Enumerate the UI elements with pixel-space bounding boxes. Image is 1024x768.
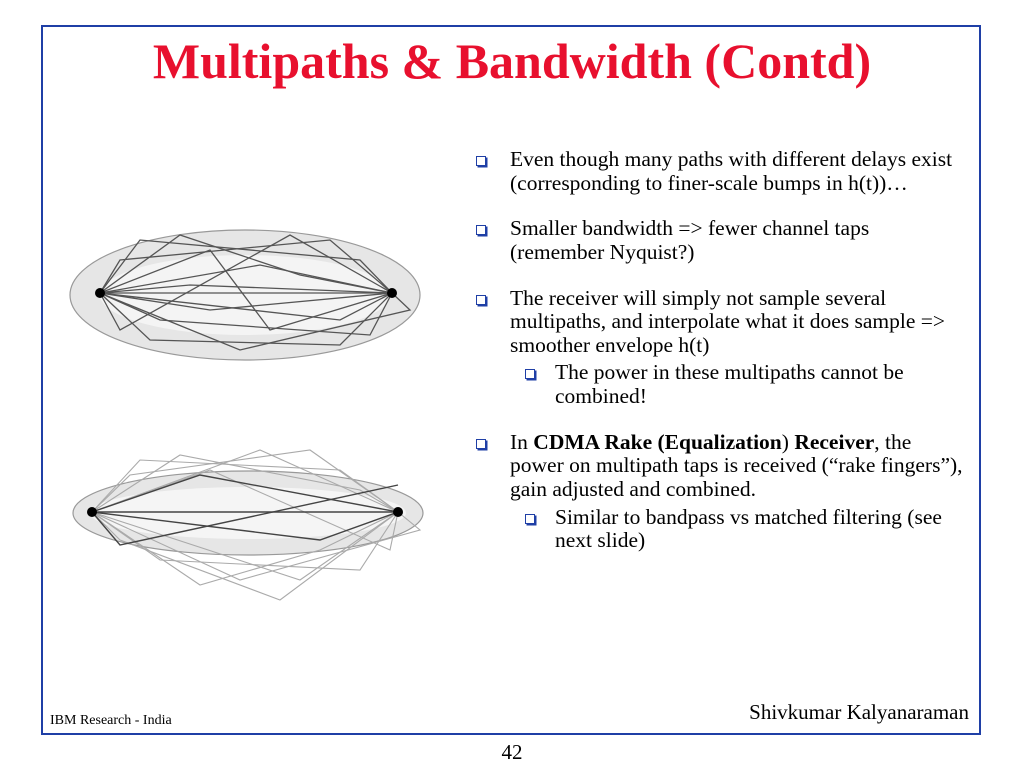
footer-author: Shivkumar Kalyanaraman bbox=[749, 700, 969, 724]
multipath-diagram-top bbox=[69, 229, 421, 361]
bullet-4-bold-1: CDMA Rake (Equalization bbox=[533, 429, 782, 454]
bullet-3-text: The receiver will simply not sample seve… bbox=[510, 285, 946, 357]
slide-title: Multipaths & Bandwidth (Contd) bbox=[152, 33, 872, 89]
bullet-4-bold-2: Receiver bbox=[794, 429, 875, 454]
sub-bullet-3-1: The power in these multipaths cannot be … bbox=[510, 361, 968, 408]
bullet-2: Smaller bandwidth => fewer channel taps … bbox=[468, 216, 968, 264]
bullet-4-prefix: In bbox=[510, 429, 534, 454]
bullet-3-sublist: The power in these multipaths cannot be … bbox=[510, 361, 968, 408]
multipath-diagram bbox=[69, 229, 424, 601]
bullet-4-mid: ) bbox=[781, 429, 795, 454]
multipath-diagram-bottom bbox=[72, 449, 424, 601]
bullet-4: In CDMA Rake (Equalization) Receiver, th… bbox=[468, 429, 968, 553]
bullet-4-suffix: , the power on multipath taps is receive… bbox=[510, 429, 963, 502]
bullet-1: Even though many paths with different de… bbox=[468, 147, 968, 195]
bullet-4-sublist: Similar to bandpass vs matched filtering… bbox=[510, 505, 968, 553]
page-number: 42 bbox=[501, 740, 523, 764]
bullet-3: The receiver will simply not sample seve… bbox=[468, 285, 968, 409]
bullet-list: Even though many paths with different de… bbox=[468, 147, 968, 575]
footer-affiliation: IBM Research - India bbox=[50, 713, 172, 728]
slide-frame bbox=[41, 25, 981, 735]
sub-bullet-4-1: Similar to bandpass vs matched filtering… bbox=[510, 505, 968, 553]
